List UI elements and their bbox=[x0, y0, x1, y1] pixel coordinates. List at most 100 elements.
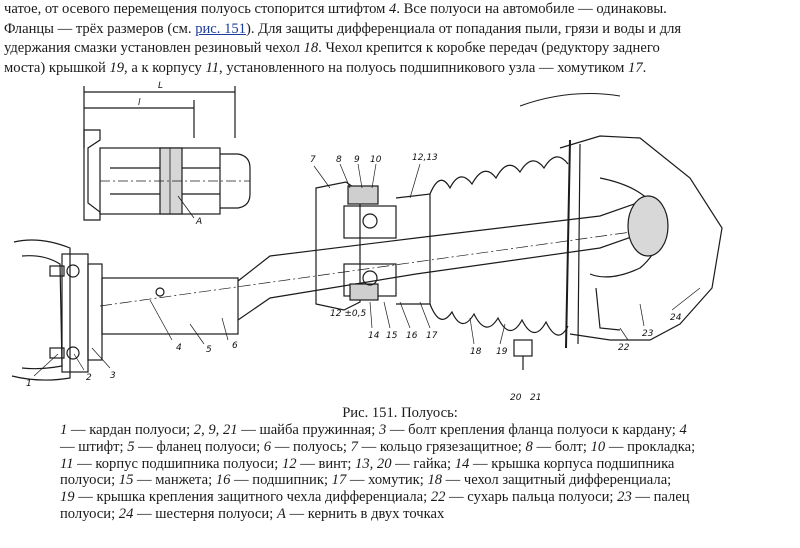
text-run: — крышка крепления защитного чехла диффе… bbox=[74, 489, 431, 506]
callout: 19 bbox=[496, 347, 508, 357]
text-run: — подшипник; bbox=[230, 472, 332, 489]
leader-lines bbox=[33, 163, 701, 377]
callout: 12,13 bbox=[412, 153, 438, 163]
ref-number: 4 bbox=[679, 422, 687, 438]
callout: 4 bbox=[176, 343, 182, 353]
legend-line: 19 — крышка крепления защитного чехла ди… bbox=[60, 489, 790, 506]
figure-caption-title: Рис. 151. Полуось: bbox=[342, 405, 458, 421]
ref-number: 8 bbox=[525, 438, 533, 455]
text-run: — манжета; bbox=[133, 472, 216, 489]
callout: 5 bbox=[206, 345, 212, 355]
text-run: — болт; bbox=[532, 438, 591, 455]
ref-number: 6 bbox=[263, 438, 272, 455]
figure-legend: 1 — кардан полуоси; 2, 9, 21 — шайба пру… bbox=[60, 422, 790, 523]
bearing-housing bbox=[315, 181, 431, 311]
text-run: — кардан полуоси; bbox=[67, 422, 194, 438]
figure-link[interactable]: рис. 151 bbox=[195, 20, 246, 37]
text-run: — штифт; bbox=[60, 438, 128, 455]
text-run: . bbox=[642, 59, 647, 76]
text-run: — хомутик; bbox=[346, 472, 428, 489]
ref-number: 11 bbox=[205, 59, 220, 76]
text-run: — кернить в двух точках bbox=[285, 505, 445, 522]
ref-number: 3 bbox=[378, 422, 387, 438]
callout: 21 bbox=[530, 393, 541, 403]
differential-housing bbox=[513, 93, 723, 370]
legend-line: — штифт; 5 — фланец полуоси; 6 — полуось… bbox=[60, 439, 790, 456]
ref-number: 24 bbox=[118, 505, 134, 522]
label-A: A bbox=[195, 217, 202, 227]
ref-number: 4 bbox=[389, 1, 397, 17]
legend-line: полуоси; 24 — шестерня полуоси; А — керн… bbox=[60, 506, 790, 523]
text-run: полуоси; bbox=[60, 505, 119, 522]
text-run: — полуось; bbox=[271, 438, 351, 455]
half-shaft-drawing: L l A 12 ±0,5 1 2 3 4 5 6 7 8 9 10 12,13… bbox=[0, 78, 800, 408]
text-run: — фланец полуоси; bbox=[134, 438, 264, 455]
legend-line: 11 — корпус подшипника полуоси; 12 — вин… bbox=[60, 456, 790, 473]
ref-number: 5 bbox=[127, 438, 135, 455]
text-run: — винт; bbox=[296, 455, 356, 472]
text-run: — крышка корпуса подшипника bbox=[469, 455, 675, 472]
technical-drawing: L l A 12 ±0,5 1 2 3 4 5 6 7 8 9 10 12,13… bbox=[11, 81, 723, 403]
text-run: . Чехол крепится к коробке передач (реду… bbox=[318, 40, 660, 56]
callout: 9 bbox=[354, 155, 360, 165]
callout: 6 bbox=[232, 341, 238, 351]
text-run: чатое, от осевого перемещения полуось ст… bbox=[4, 1, 390, 17]
intro-line: Фланцы — трёх размеров (см. рис. 151). Д… bbox=[4, 20, 796, 40]
callout: 18 bbox=[470, 347, 482, 357]
ref-number: 18 bbox=[427, 472, 443, 489]
callout: 8 bbox=[336, 155, 342, 165]
text-run: моста) крышкой bbox=[4, 59, 110, 76]
text-run: — палец bbox=[631, 489, 690, 506]
legend-line: полуоси; 15 — манжета; 16 — подшипник; 1… bbox=[60, 472, 790, 489]
intro-line: чатое, от осевого перемещения полуось ст… bbox=[4, 0, 796, 20]
text-run: , а к корпусу bbox=[124, 59, 206, 76]
legend-line: 1 — кардан полуоси; 2, 9, 21 — шайба пру… bbox=[60, 422, 790, 439]
callout: 17 bbox=[426, 331, 438, 341]
ref-number: 12 bbox=[281, 455, 297, 472]
dim-12: 12 ±0,5 bbox=[330, 309, 366, 319]
ref-number: 15 bbox=[118, 472, 134, 489]
callout: 16 bbox=[406, 331, 418, 341]
text-run: — шайба пружинная; bbox=[237, 422, 379, 438]
ref-number: 1 bbox=[60, 422, 68, 438]
ref-number: 14 bbox=[454, 455, 470, 472]
shaft bbox=[99, 201, 661, 335]
callout: 14 bbox=[368, 331, 380, 341]
ref-number: 17 bbox=[628, 59, 643, 76]
text-run: — гайка; bbox=[391, 455, 455, 472]
ref-number: 13, 20 bbox=[355, 455, 392, 472]
ref-number: 19 bbox=[109, 59, 125, 76]
text-run: — шестерня полуоси; bbox=[133, 505, 277, 522]
text-run: полуоси; bbox=[60, 472, 119, 489]
text-run: — корпус подшипника полуоси; bbox=[73, 455, 282, 472]
callout: 22 bbox=[618, 343, 630, 353]
intro-text: чатое, от осевого перемещения полуось ст… bbox=[4, 0, 796, 78]
text-run: , установленного на полуось подшипниково… bbox=[219, 59, 629, 76]
text-run: . Все полуоси на автомобиле — одинаковы. bbox=[396, 1, 667, 17]
dim-L: L bbox=[158, 81, 163, 91]
text-run: — кольцо грязезащитное; bbox=[357, 438, 526, 455]
callout: 2 bbox=[86, 373, 92, 383]
ref-number: 7 bbox=[350, 438, 358, 455]
ref-number: 19 bbox=[60, 489, 75, 506]
ref-number: 17 bbox=[331, 472, 347, 489]
text-run: Фланцы — трёх размеров (см. bbox=[4, 20, 196, 37]
cardan-joint bbox=[11, 239, 103, 381]
text-run: — сухарь пальца полуоси; bbox=[445, 489, 618, 506]
callout: 10 bbox=[370, 155, 382, 165]
flange-detail bbox=[83, 86, 251, 221]
text-run: удержания смазки установлен резиновый че… bbox=[4, 40, 304, 56]
dim-l: l bbox=[138, 98, 141, 108]
text-run: — прокладка; bbox=[605, 438, 696, 455]
text-run: ). Для защиты дифференциала от попадания… bbox=[245, 20, 682, 37]
ref-number: 10 bbox=[590, 438, 606, 455]
text-run: — чехол защитный дифференциала; bbox=[442, 472, 672, 489]
intro-line: удержания смазки установлен резиновый че… bbox=[4, 39, 796, 59]
intro-line: моста) крышкой 19, а к корпусу 11, устан… bbox=[4, 59, 796, 79]
callout: 1 bbox=[26, 379, 32, 389]
callout: 3 bbox=[110, 371, 116, 381]
ref-number: 22 bbox=[430, 489, 446, 506]
callout: 20 bbox=[510, 393, 522, 403]
ref-number: 23 bbox=[617, 489, 632, 506]
ref-number: 2, 9, 21 bbox=[193, 422, 238, 438]
